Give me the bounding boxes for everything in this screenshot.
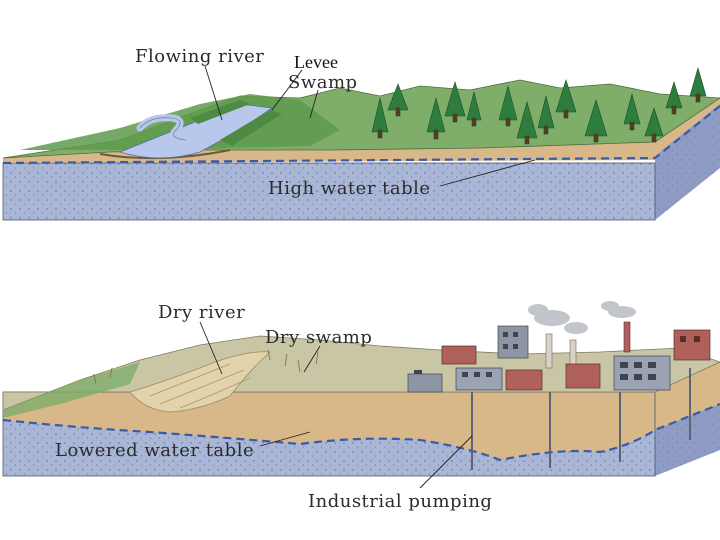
tree-icon (387, 83, 409, 117)
factory-building (565, 363, 601, 389)
factory-building (673, 329, 711, 361)
tree-icon (689, 66, 707, 103)
top-levee-right (220, 110, 282, 146)
tree-icon (665, 80, 683, 115)
tree-icon (555, 78, 577, 119)
top-block (2, 79, 720, 221)
smoke-plume (528, 301, 636, 334)
tree-icon (498, 84, 518, 127)
top-leader-lines (204, 65, 536, 187)
label-dry-swamp: Dry swamp (265, 327, 372, 348)
top-levee-left (190, 100, 250, 124)
factory-building (497, 325, 529, 359)
bottom-water-table-line (2, 402, 720, 462)
top-river-channel (118, 103, 274, 159)
label-lowered-water-table: Lowered water table (55, 440, 254, 461)
tree-icon (466, 91, 482, 127)
tree-icon (426, 96, 446, 140)
top-soil-band (3, 98, 720, 163)
tree-icon (623, 92, 641, 131)
label-flowing-river: Flowing river (135, 46, 264, 67)
bottom-leader-lines (199, 321, 473, 489)
factory-building (505, 369, 543, 391)
tree-icon (444, 80, 466, 123)
industrial-area (407, 301, 711, 393)
well-pipes (471, 368, 691, 470)
tree-icon (371, 97, 389, 139)
top-forest (371, 66, 707, 145)
factory-building (455, 367, 503, 391)
factory-building (441, 345, 477, 365)
tree-icon (516, 100, 538, 145)
dry-swamp-tufts (93, 349, 319, 385)
bottom-block (2, 335, 720, 477)
factory-building (613, 355, 671, 391)
bottom-dry-riverbed (129, 351, 271, 413)
label-dry-river: Dry river (158, 302, 245, 323)
tree-icon (584, 98, 608, 143)
label-industrial-pumping: Industrial pumping (308, 491, 492, 512)
label-high-water-table: High water table (268, 178, 431, 199)
factory-building (407, 370, 443, 393)
tree-icon (644, 107, 664, 143)
label-levee: Levee (294, 52, 338, 72)
label-swamp: Swamp (288, 72, 358, 93)
top-water-table-line (2, 105, 720, 165)
tree-icon (537, 95, 555, 135)
